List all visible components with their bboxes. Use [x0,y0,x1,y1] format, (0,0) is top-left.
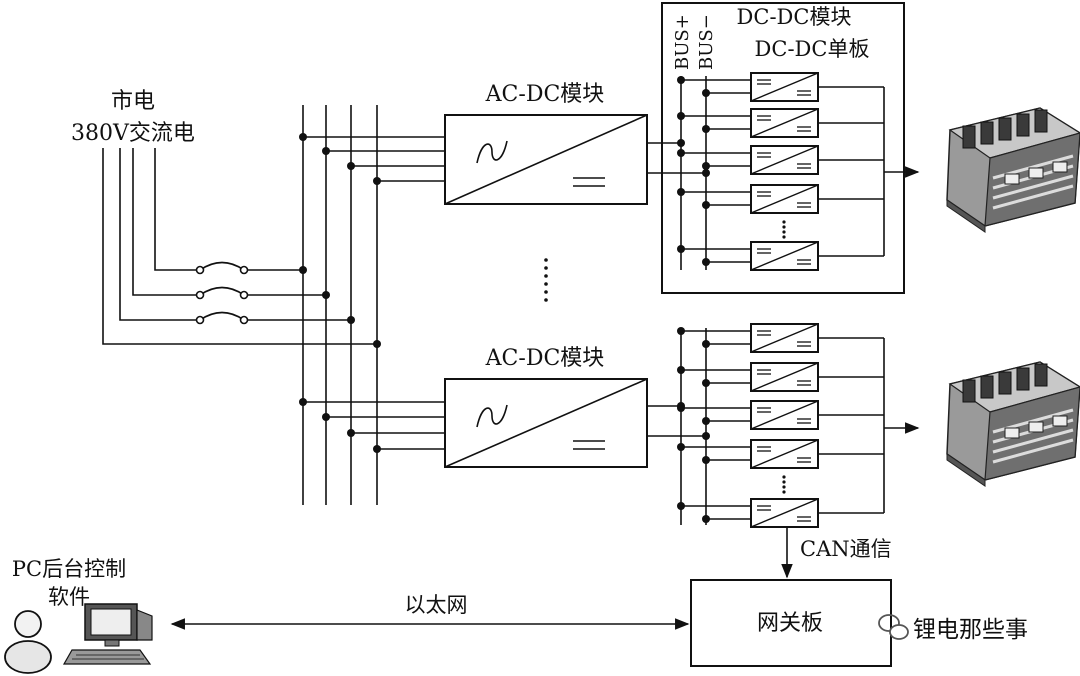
gateway-label: 网关板 [757,611,823,636]
junction-dot [677,245,685,253]
junction-dot [677,443,685,451]
acdc-output-lines [647,142,706,437]
ac-sine-icon [476,404,508,428]
fuse-symbols [195,261,249,325]
ellipsis-dot [782,480,786,484]
pc-label-line1: PC后台控制 [12,557,126,581]
ac-sine-icon [476,140,508,164]
converter-diagonal [750,323,819,353]
junction-dot [702,169,710,177]
can-label: CAN通信 [800,537,892,561]
dcdc-group-top [677,72,885,271]
converter-diagonal [750,362,819,392]
junction-dot [702,162,710,170]
battery-pack-image-top [946,107,1080,233]
bus-plus-label: BUS+ [672,14,693,70]
junction-dot [677,149,685,157]
junction-dot [677,188,685,196]
battery-terminal [1004,173,1020,185]
battery-cell [998,371,1012,395]
ellipsis-dot [782,475,786,479]
junction-dot [702,417,710,425]
battery-base [946,199,986,233]
ac-bus-junction-dots [299,133,381,453]
dcdc-group-bottom [677,323,885,528]
ellipsis-dot [782,235,786,239]
battery-terminal [1028,167,1044,179]
acdc-bottom-label: AC-DC模块 [485,346,605,371]
converter-diagonal [750,72,819,102]
ethernet-label: 以太网 [405,593,468,617]
acdc-module-top [444,114,648,205]
battery-rail [992,184,1074,210]
junction-dot [702,379,710,387]
junction-dot [702,125,710,133]
converter-diagonal [750,184,819,214]
pc-label-line2: 软件 [48,585,90,609]
battery-cell [980,375,994,399]
junction-dot [677,112,685,120]
battery-terminal [1052,415,1068,427]
battery-rail [992,438,1074,464]
dcdc-module-box [661,2,905,294]
dcdc-module-label: DC-DC模块 [737,5,852,29]
junction-dot [677,502,685,510]
junction-dot [702,201,710,209]
user-icon [4,610,52,674]
bus-minus-label: BUS− [696,14,717,70]
mains-input-lines [102,148,377,345]
converter-diagonal [750,108,819,138]
battery-terminal [1052,161,1068,173]
battery-terminal [1004,427,1020,439]
battery-cell [980,121,994,145]
converter-diagonal [750,400,819,430]
junction-dot [702,89,710,97]
junction-dot [702,515,710,523]
battery-pack-image-bottom [946,361,1080,487]
battery-terminal [1028,421,1044,433]
battery-cell [1016,113,1030,137]
gateway-board [690,579,892,667]
junction-dot [702,340,710,348]
converter-diagonal [750,439,819,469]
acdc-top-label: AC-DC模块 [485,82,605,107]
junction-dot [677,402,685,410]
battery-cell [998,117,1012,141]
junction-dot [702,456,710,464]
module-ellipsis [544,258,548,302]
junction-dot [677,139,685,147]
battery-base [946,453,986,487]
ellipsis-dot [782,225,786,229]
junction-dot [677,76,685,84]
mains-label-line2: 380V交流电 [71,121,195,146]
battery-rail [992,428,1074,454]
acdc-module-bottom [444,378,648,468]
battery-cell [962,379,976,403]
battery-cell [962,125,976,149]
converter-diagonal [750,498,819,528]
battery-cell [1034,363,1048,387]
battery-rail [992,174,1074,200]
dcdc-board-label: DC-DC单板 [755,37,870,61]
junction-dot [677,366,685,374]
ellipsis-dot [782,230,786,234]
converter-diagonal [750,145,819,175]
watermark-text: 锂电那些事 [913,617,1028,643]
junction-dot [702,432,710,440]
ellipsis-dot [782,485,786,489]
mains-label-line1: 市电 [111,89,155,114]
wechat-logo [878,614,909,640]
ellipsis-dot [782,220,786,224]
battery-cell [1034,109,1048,133]
ac-distribution-bus [302,105,445,505]
junction-dot [677,327,685,335]
computer-icon [62,603,153,665]
converter-diagonal [750,241,819,271]
ellipsis-dot [782,490,786,494]
junction-dot [702,258,710,266]
battery-cell [1016,367,1030,391]
